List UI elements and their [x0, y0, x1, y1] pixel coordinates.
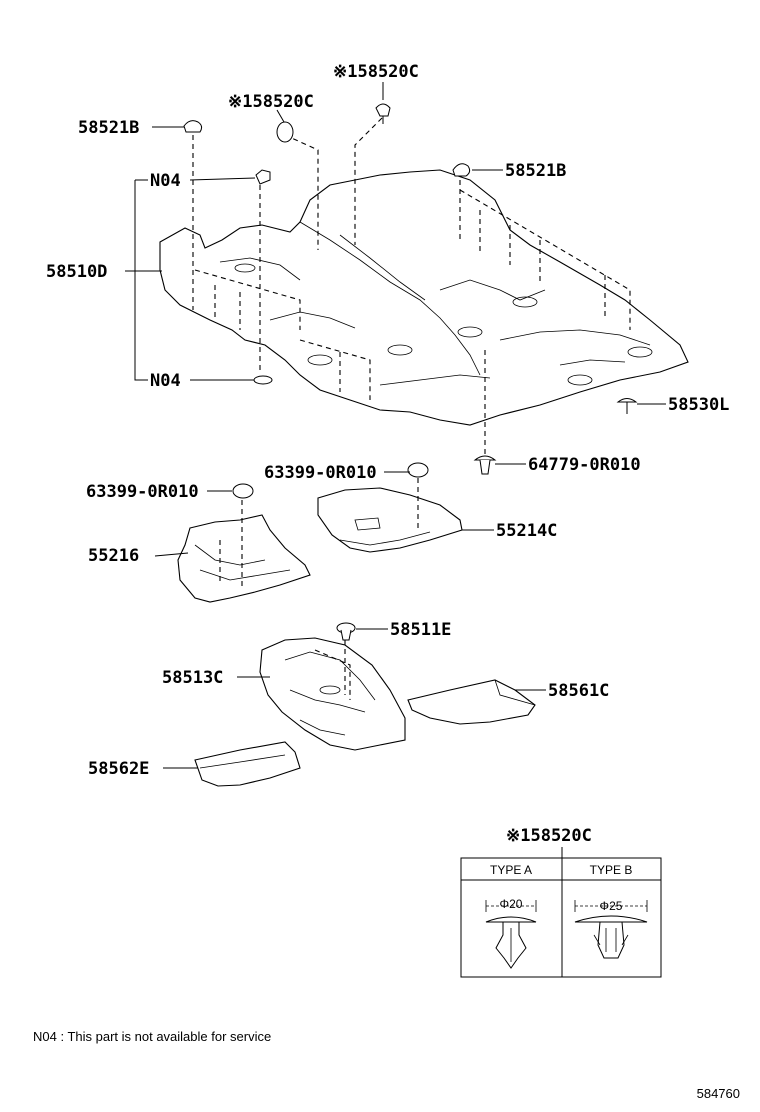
nut-n04-bottom-icon	[253, 375, 273, 385]
insulator-55214c	[317, 478, 463, 553]
label-58513c: 58513C	[162, 668, 223, 688]
clip-63399-mid-icon	[407, 462, 429, 478]
label-n04-top: N04	[150, 171, 181, 191]
label-55214c: 55214C	[496, 521, 557, 541]
label-58562e: 58562E	[88, 759, 149, 779]
mat-58562e	[194, 741, 301, 787]
floor-carpet-58510d	[159, 169, 689, 426]
label-64779: 64779-0R010	[528, 455, 641, 475]
label-58521b-left: 58521B	[78, 118, 139, 138]
type-b-clip-icon: Φ25	[574, 899, 648, 959]
type-b-dimension: Φ25	[600, 899, 623, 913]
footnote: N04 : This part is not available for ser…	[33, 1029, 271, 1044]
nut-n04-top-icon	[255, 169, 271, 185]
leader-lines	[125, 82, 666, 769]
clip-58521b-right-icon	[452, 163, 471, 177]
label-58510d: 58510D	[46, 262, 107, 282]
clip-58520c-top-icon	[375, 103, 391, 124]
clip-58520c-left-icon	[276, 121, 294, 143]
clip-type-detail-box: ※158520C TYPE A TYPE B Φ20 Φ25	[460, 826, 662, 978]
label-63399-mid: 63399-0R010	[264, 463, 377, 483]
label-63399-left: 63399-0R010	[86, 482, 199, 502]
console-carpet-58513c	[259, 637, 406, 751]
part-labels: ※158520C ※158520C 58521B 58521B N04 5851…	[46, 62, 729, 779]
drawing-number: 584760	[697, 1086, 740, 1101]
clip-58521b-left-icon	[183, 120, 203, 133]
clip-64779-icon	[473, 455, 497, 475]
type-a-dimension: Φ20	[500, 897, 523, 911]
label-n04-bottom: N04	[150, 371, 181, 391]
label-55216: 55216	[88, 546, 139, 566]
label-58561c: 58561C	[548, 681, 609, 701]
type-a-clip-icon: Φ20	[485, 897, 537, 969]
mat-58561c	[407, 679, 536, 725]
type-a-header: TYPE A	[490, 863, 532, 877]
label-58530l: 58530L	[668, 395, 729, 415]
label-58520c-top: ※158520C	[333, 62, 419, 82]
clip-63399-left-icon	[232, 483, 254, 499]
clip-58530l-icon	[616, 398, 638, 414]
clip-dashed-guides	[192, 117, 631, 455]
type-b-header: TYPE B	[590, 863, 633, 877]
detail-box-title: ※158520C	[506, 826, 592, 846]
label-58521b-right: 58521B	[505, 161, 566, 181]
insulator-55216	[177, 500, 311, 603]
label-58520c-left: ※158520C	[228, 92, 314, 112]
clip-58511e-icon	[336, 622, 356, 641]
label-58511e: 58511E	[390, 620, 451, 640]
